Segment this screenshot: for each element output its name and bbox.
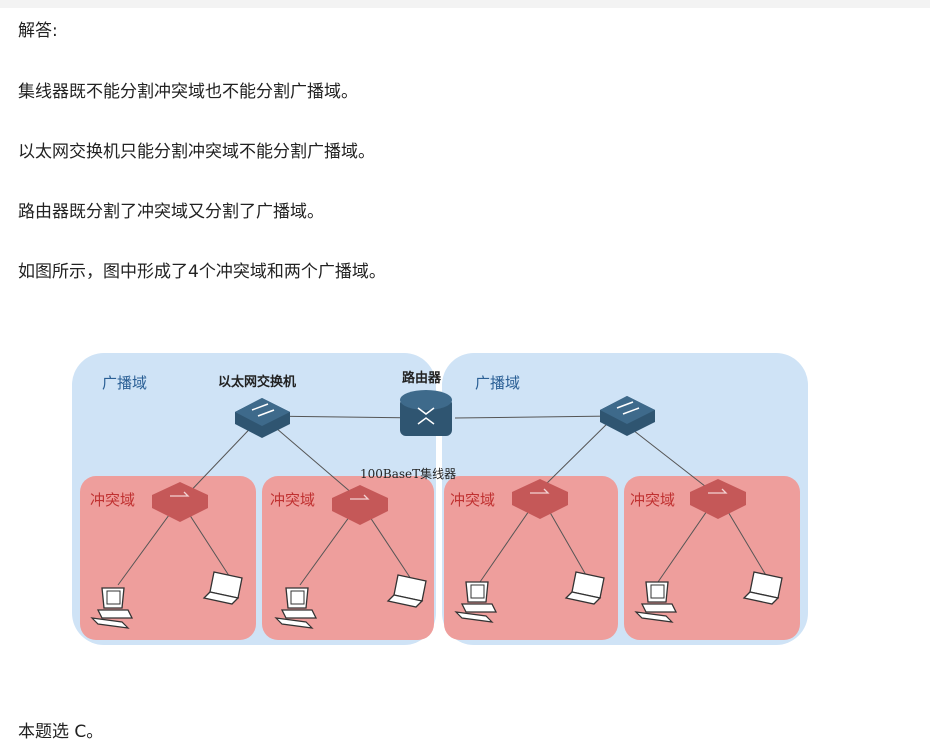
collision-domain-label-3: 冲突域 bbox=[450, 491, 495, 509]
hub-4 bbox=[690, 479, 746, 519]
answer-heading: 解答: bbox=[18, 21, 58, 41]
router bbox=[400, 390, 452, 436]
switch-label: 以太网交换机 bbox=[218, 374, 296, 390]
paragraph-router: 路由器既分割了冲突域又分割了广播域。 bbox=[18, 202, 324, 222]
hub-3 bbox=[512, 479, 568, 519]
broadcast-domain-label-right: 广播域 bbox=[475, 374, 520, 392]
collision-domain-label-1: 冲突域 bbox=[90, 491, 135, 509]
router-label: 路由器 bbox=[402, 370, 442, 386]
ethernet-switch-left bbox=[235, 398, 290, 438]
collision-domain-label-2: 冲突域 bbox=[270, 491, 315, 509]
ethernet-switch-right bbox=[600, 396, 655, 436]
paragraph-switch: 以太网交换机只能分割冲突域不能分割广播域。 bbox=[18, 142, 375, 162]
hub-2 bbox=[332, 485, 388, 525]
paragraph-figure-summary: 如图所示，图中形成了4个冲突域和两个广播域。 bbox=[18, 262, 386, 282]
hub-label: 100BaseT集线器 bbox=[360, 466, 456, 481]
top-bar bbox=[0, 0, 930, 8]
hub-1 bbox=[152, 482, 208, 522]
paragraph-hub: 集线器既不能分割冲突域也不能分割广播域。 bbox=[18, 82, 358, 102]
network-diagram: 广播域 广播域 以太网交换机 路由器 100BaseT集线器 冲突域 冲突域 冲… bbox=[70, 350, 810, 650]
broadcast-domain-label-left: 广播域 bbox=[102, 374, 147, 392]
final-answer: 本题选 C。 bbox=[18, 722, 104, 742]
collision-domain-label-4: 冲突域 bbox=[630, 491, 675, 509]
